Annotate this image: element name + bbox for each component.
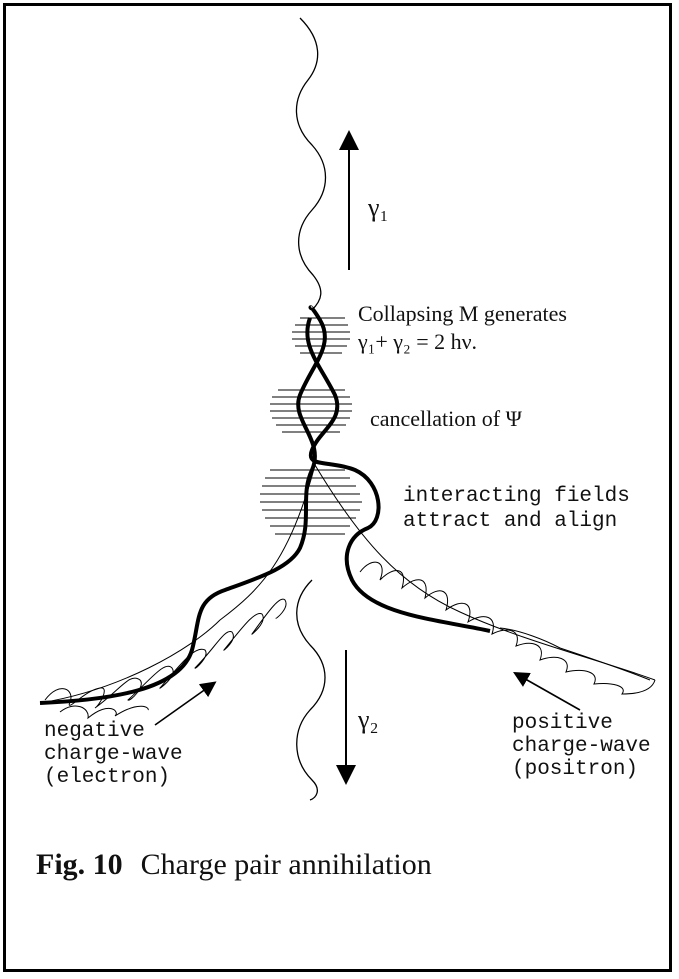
collapse-label-line1: Collapsing M generates: [358, 302, 567, 326]
electron-charge-wave: [40, 307, 325, 703]
gamma1-photon-wave: [296, 18, 325, 310]
positron-charge-wave: [307, 318, 490, 631]
positive-pointer-arrow: [520, 676, 580, 710]
cancellation-label: cancellation of Ψ: [370, 407, 522, 431]
figure-caption: Fig. 10 Charge pair annihilation: [36, 848, 432, 882]
positive-label-line3: (positron): [512, 758, 638, 781]
collapse-label-line2: γ₁+ γ₂ = 2 hν.: [358, 330, 477, 354]
negative-label-line3: (electron): [44, 766, 170, 789]
positron-field-oscillations: [360, 562, 655, 694]
figure-number: Fig. 10: [36, 848, 123, 881]
gamma2-label: γ₂: [358, 708, 379, 732]
positive-label-line2: charge-wave: [512, 735, 651, 758]
interacting-label-line1: interacting fields: [403, 485, 630, 508]
negative-label-line1: negative: [44, 720, 145, 743]
negative-pointer-arrow: [155, 686, 210, 725]
figure-title: Charge pair annihilation: [141, 848, 432, 881]
negative-label-line2: charge-wave: [44, 743, 183, 766]
interacting-label-line2: attract and align: [403, 510, 617, 533]
positive-label-line1: positive: [512, 712, 613, 735]
gamma2-photon-wave: [297, 580, 325, 800]
gamma1-label: γ₁: [368, 196, 389, 220]
